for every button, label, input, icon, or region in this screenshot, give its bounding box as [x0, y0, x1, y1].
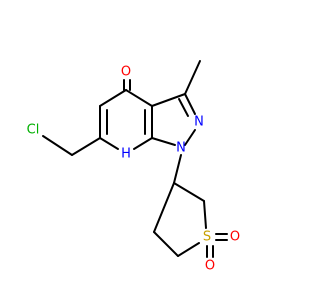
atom-label-sulfonyl-oxygen-1: O	[230, 230, 240, 245]
bond-ch2-c6	[71, 137, 101, 156]
atom-label-sulfur: S	[203, 230, 211, 245]
bond-n2-n1	[184, 129, 196, 146]
bond-c3-n2-double	[178, 98, 189, 117]
bond-n7-c6	[99, 137, 119, 150]
atom-label-chlorine: Cl	[27, 123, 40, 138]
atom-label-carbonyl-oxygen: O	[121, 65, 131, 80]
bond-c7a-n7	[133, 137, 153, 150]
bond-c5prime-c4prime	[153, 231, 179, 257]
molecule-structure: O Cl H N N S O O	[27, 60, 240, 274]
bond-n1-c3prime	[173, 154, 182, 184]
bond-c4prime-c3prime	[153, 182, 175, 233]
bond-c3prime-c2prime	[173, 182, 205, 202]
bond-lines	[42, 60, 228, 258]
bond-cl-ch2	[42, 135, 73, 156]
atom-label-sulfonyl-oxygen-2: O	[205, 259, 215, 274]
bond-c3-n2	[184, 93, 196, 115]
bond-n1-c7a	[151, 137, 176, 146]
atom-labels: O Cl H N N S O O	[27, 65, 240, 274]
atom-label-pyrazole-n1: N	[176, 141, 186, 156]
bond-c3a-c3	[151, 93, 186, 107]
bond-c4-c3a	[125, 89, 153, 107]
atom-label-pyridine-nh: H	[121, 147, 131, 162]
bond-c3-methyl	[184, 60, 201, 95]
bond-s-c5prime	[177, 242, 200, 257]
bond-c2prime-s	[203, 200, 207, 229]
bond-c5-c4	[99, 89, 127, 107]
atom-label-pyrazole-n2: N	[194, 115, 204, 130]
